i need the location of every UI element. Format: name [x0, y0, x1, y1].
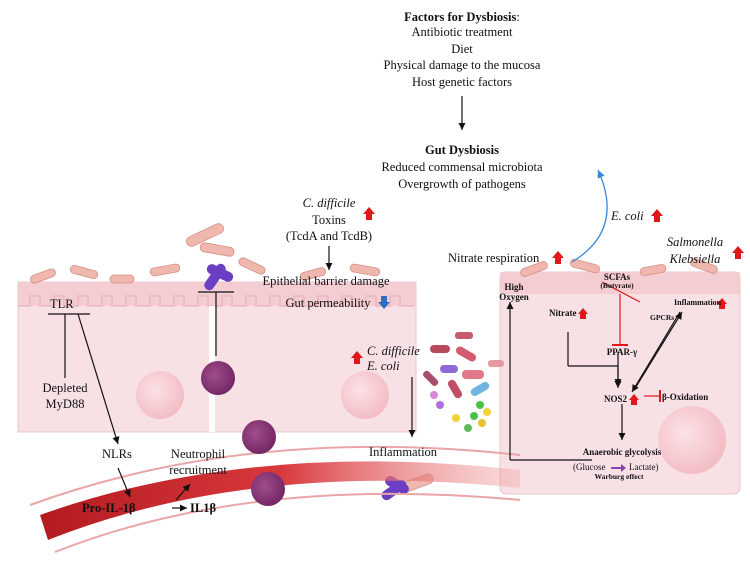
il1b-label: IL1β	[190, 501, 217, 515]
factors-colon: :	[516, 10, 520, 24]
up-arrow-ecoli-top	[651, 209, 663, 222]
connector-arrows	[48, 96, 683, 512]
commensal-bacteria	[30, 223, 718, 493]
pathogen-cluster	[423, 332, 504, 432]
glucose-label: (Glucose	[573, 462, 606, 472]
lactate-label: Lactate)	[629, 462, 659, 472]
dysbiosis-line: Reduced commensal microbiota	[381, 160, 543, 174]
nos2-label: NOS2	[604, 394, 628, 404]
neutrophil-label: Neutrophil	[170, 447, 226, 461]
barrier-damage: Epithelial barrier damage	[262, 274, 390, 288]
dysbiosis-title: Gut Dysbiosis	[425, 143, 499, 157]
gpcrs-label: GPCRs	[650, 313, 675, 322]
up-arrow-nitrate	[578, 308, 588, 319]
ppar-label: PPAR-γ	[606, 347, 638, 357]
factor-item: Antibiotic treatment	[411, 25, 513, 39]
salmonella-label: Salmonella	[666, 235, 724, 249]
nitrate-respiration-label: Nitrate respiration	[448, 251, 540, 265]
factor-item: Physical damage to the mucosa	[383, 58, 541, 72]
up-arrow-middle	[351, 351, 363, 364]
gut-permeability: Gut permeability	[285, 296, 371, 310]
lactate-arrow	[611, 464, 626, 472]
up-arrow-inflammation	[717, 298, 727, 309]
neutrophils	[201, 361, 285, 506]
factor-item: Diet	[451, 42, 473, 56]
up-arrow-nos2	[629, 394, 639, 405]
middle-organism: E. coli	[367, 359, 400, 373]
down-arrow-permeability	[378, 296, 390, 309]
warburg-label: Warburg effect	[594, 472, 644, 481]
up-arrows	[351, 207, 744, 405]
beta-oxidation-label: β-Oxidation	[662, 392, 709, 402]
high-label: High	[504, 282, 524, 292]
nlrs-label: NLRs	[102, 447, 132, 461]
up-arrow-salmonella	[732, 246, 744, 259]
myd88-label: MyD88	[45, 397, 85, 411]
up-arrow-toxins	[363, 207, 375, 220]
toxins-organism: C. difficile	[302, 196, 356, 210]
left-epithelium	[17, 281, 417, 433]
up-arrow-nitrate-resp	[552, 251, 564, 264]
middle-organism: C. difficile	[367, 344, 420, 358]
depleted-label: Depleted	[42, 381, 88, 395]
tlr-label: TLR	[50, 297, 74, 311]
recruitment-label: recruitment	[169, 463, 227, 477]
middle-inflammation: Inflammation	[369, 445, 438, 459]
butyrate-label: (Butyrate)	[600, 281, 634, 290]
nitrate-label: Nitrate	[549, 308, 577, 318]
curved-arrow	[571, 169, 608, 263]
factors-title: Factors for Dysbiosis	[404, 10, 517, 24]
klebsiella-label: Klebsiella	[669, 252, 721, 266]
factor-item: Host genetic factors	[412, 75, 512, 89]
anaerobic-label: Anaerobic glycolysis	[582, 447, 662, 457]
toxins-names: (TcdA and TcdB)	[285, 229, 373, 243]
pro-il1b-label: Pro-IL-1β	[82, 501, 136, 515]
inflammation-label-right: Inflammation	[674, 298, 722, 307]
ecoli-label: E. coli	[611, 209, 644, 223]
dysbiosis-line: Overgrowth of pathogens	[398, 177, 526, 191]
scfas-label: SCFAs	[603, 272, 631, 282]
factors-title-line: Factors for Dysbiosis:	[404, 10, 520, 24]
toxins-label: Toxins	[312, 213, 346, 227]
oxygen-label: Oxygen	[499, 292, 529, 302]
